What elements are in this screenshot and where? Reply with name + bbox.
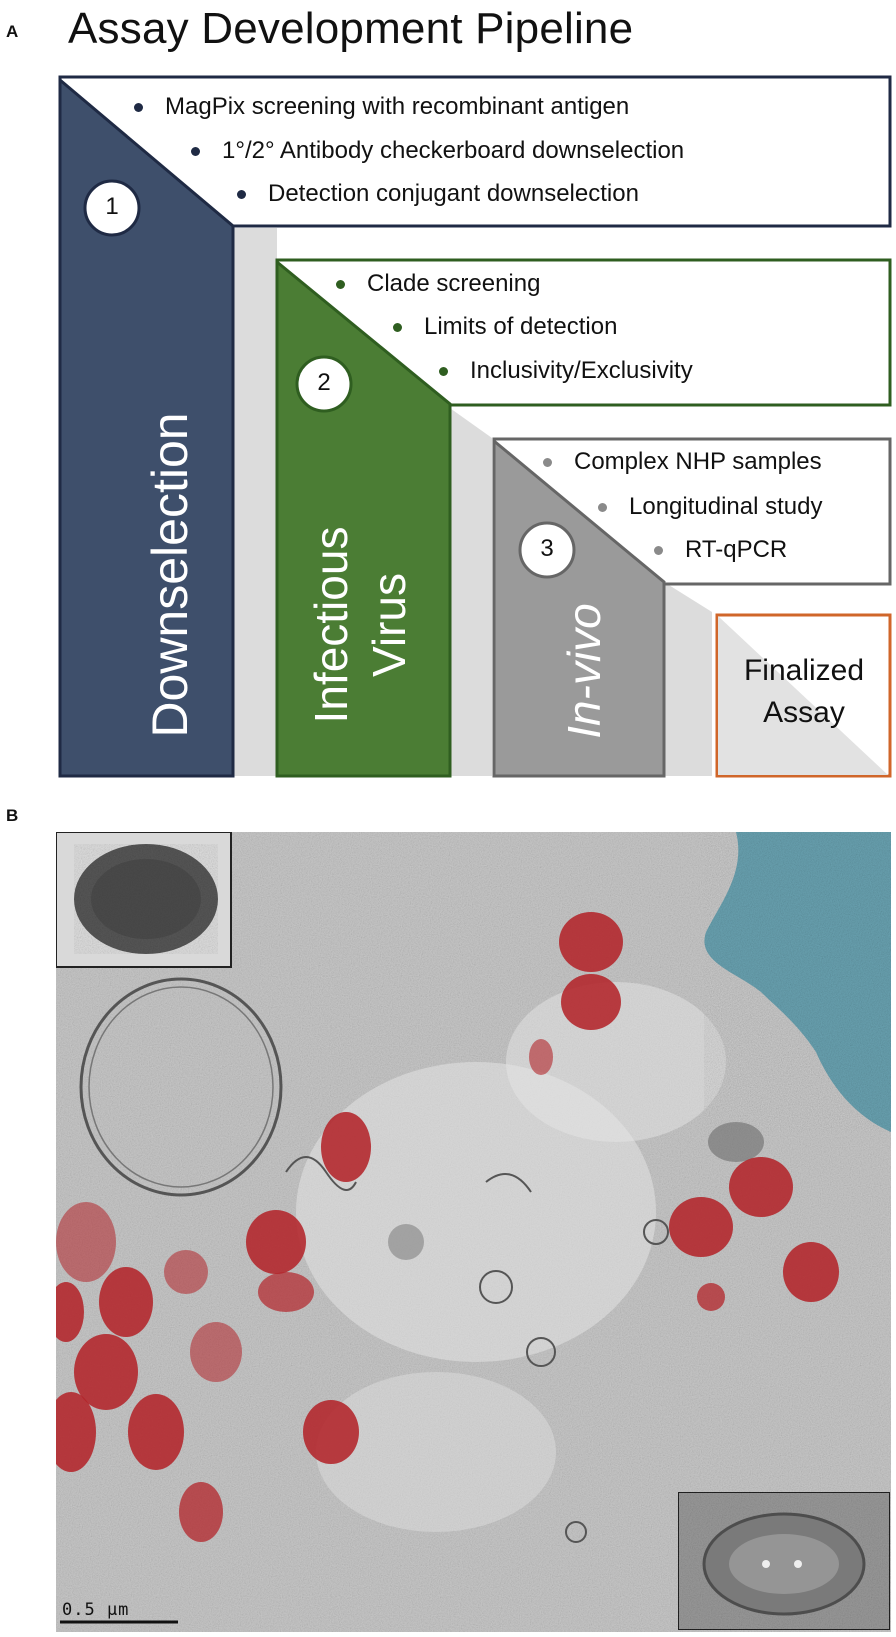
virion: [190, 1322, 242, 1382]
virion: [258, 1272, 314, 1312]
virion: [559, 912, 623, 972]
vesicle: [526, 1337, 556, 1367]
stage-1-number: 1: [105, 193, 119, 220]
inset-top-left: [56, 832, 232, 968]
dense-granule: [708, 1122, 764, 1162]
virion: [179, 1482, 223, 1542]
light-region: [316, 1372, 556, 1532]
stage-4-label-line2: Assay: [763, 696, 845, 729]
virion: [529, 1039, 553, 1075]
shadow-1-2: [233, 228, 277, 776]
list-item: Complex NHP samples: [543, 448, 822, 476]
list-item: Inclusivity/Exclusivity: [439, 357, 693, 385]
stage-2-label: Infectious Virus: [302, 475, 422, 775]
virion: [74, 1334, 138, 1410]
stage-3-number: 3: [540, 535, 554, 562]
stage-1-label: Downselection: [142, 412, 198, 738]
shadow-3-4: [664, 582, 712, 776]
bullet-dot-icon: [598, 503, 607, 512]
vesicle: [565, 1521, 587, 1543]
light-region: [506, 982, 726, 1142]
stage-1-circle: [83, 179, 141, 237]
stage-2-circle: [295, 355, 353, 413]
virion-group: [56, 912, 839, 1542]
mitochondrion: [79, 977, 283, 1197]
virion: [783, 1242, 839, 1302]
virion: [99, 1267, 153, 1337]
stage-2-label-line2: Virus: [363, 573, 415, 677]
bullet-dot-icon: [237, 190, 246, 199]
nucleus-region: [704, 832, 891, 1132]
list-item: 1°/2° Antibody checkerboard downselectio…: [191, 137, 684, 165]
membrane-fragment: [485, 1173, 532, 1193]
vesicle: [388, 1224, 424, 1260]
virion: [128, 1394, 184, 1470]
virion: [56, 1282, 84, 1342]
light-region: [296, 1062, 656, 1362]
virion: [303, 1400, 359, 1464]
virion: [697, 1283, 725, 1311]
stage-4-label-line1: Finalized: [743, 654, 865, 687]
virion: [164, 1250, 208, 1294]
virion: [321, 1112, 371, 1182]
page-title: Assay Development Pipeline: [68, 4, 634, 53]
stage-1-block: [58, 76, 235, 778]
list-item: RT-qPCR: [654, 536, 787, 564]
stage-4-shadow: [718, 616, 888, 775]
bullet-dot-icon: [654, 546, 663, 555]
vesicle: [643, 1219, 669, 1245]
bullet-dot-icon: [336, 280, 345, 289]
vesicle: [479, 1270, 513, 1304]
virion: [246, 1210, 306, 1274]
list-item: Longitudinal study: [598, 493, 822, 521]
electron-micrograph: [56, 832, 891, 1632]
list-item: Limits of detection: [393, 313, 617, 341]
scale-bar-label: 0.5 µm: [62, 1600, 130, 1620]
virion: [729, 1157, 793, 1217]
stage-3-label: In-vivo: [558, 603, 610, 739]
inset-bottom-right: [677, 1491, 891, 1631]
stage-2-label-line1: Infectious: [305, 526, 357, 724]
list-item: Clade screening: [336, 270, 540, 298]
panel-a-letter: A: [6, 22, 19, 41]
bullet-dot-icon: [439, 367, 448, 376]
shadow-2-3: [447, 406, 492, 776]
bullet-dot-icon: [393, 323, 402, 332]
list-item: Detection conjugant downselection: [237, 180, 639, 208]
mitochondrion-inner: [88, 986, 274, 1188]
virion: [56, 1202, 116, 1282]
stage-3-circle: [518, 521, 576, 579]
list-item: MagPix screening with recombinant antige…: [134, 93, 629, 121]
virion: [561, 974, 621, 1030]
bullet-dot-icon: [191, 147, 200, 156]
panel-b-letter: B: [6, 806, 19, 825]
membrane-fragment: [285, 1156, 357, 1191]
stage-2-number: 2: [317, 369, 331, 396]
virion: [56, 1392, 96, 1472]
stage-4-label: Finalized Assay: [720, 650, 888, 734]
bullet-dot-icon: [134, 103, 143, 112]
virion: [669, 1197, 733, 1257]
bullet-dot-icon: [543, 458, 552, 467]
